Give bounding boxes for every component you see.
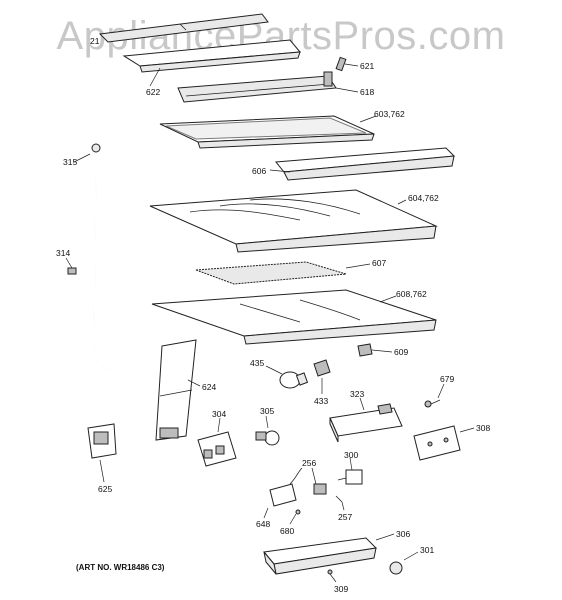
part-301-plug[interactable]: [389, 561, 403, 575]
callout-607: 607: [372, 258, 386, 268]
part-607-gasket[interactable]: [195, 261, 347, 285]
part-608-lower-shelf[interactable]: [151, 289, 437, 345]
part-606-crisper-front[interactable]: [275, 147, 456, 181]
part-609-bracket[interactable]: [357, 343, 373, 357]
callout-323: 323: [350, 389, 364, 399]
callout-300: 300: [344, 450, 358, 460]
part-257-screw[interactable]: [335, 495, 343, 503]
part-603-wire-shelf[interactable]: [159, 115, 375, 149]
part-622-cover[interactable]: [122, 39, 301, 73]
part-256-connector[interactable]: [313, 483, 327, 495]
callout-304: 304: [212, 409, 226, 419]
callout-603-762: 603,762: [374, 109, 405, 119]
callout-680: 680: [280, 526, 294, 536]
part-618-housing[interactable]: [177, 71, 337, 103]
callout-309: 309: [334, 584, 348, 594]
part-625-housing[interactable]: [87, 423, 117, 459]
part-435-bulb[interactable]: [279, 371, 309, 389]
callout-609: 609: [394, 347, 408, 357]
callout-606: 606: [252, 166, 266, 176]
callout-604-762: 604,762: [408, 193, 439, 203]
part-306-bracket[interactable]: [263, 537, 378, 575]
part-680-screw[interactable]: [295, 509, 301, 515]
callout-308: 308: [476, 423, 490, 433]
part-304-thermostat[interactable]: [197, 431, 237, 467]
callout-625: 625: [98, 484, 112, 494]
art-number: (ART NO. WR18486 C3): [76, 563, 165, 572]
part-309-screw[interactable]: [327, 569, 333, 575]
callout-679: 679: [440, 374, 454, 384]
callout-624: 624: [202, 382, 216, 392]
part-305-knob[interactable]: [255, 430, 280, 446]
part-433-socket[interactable]: [313, 359, 331, 377]
part-648-overload[interactable]: [269, 467, 303, 507]
callout-618: 618: [360, 87, 374, 97]
callout-306: 306: [396, 529, 410, 539]
callout-435: 435: [250, 358, 264, 368]
callout-621: 621: [360, 61, 374, 71]
callout-257: 257: [338, 512, 352, 522]
part-314-clip[interactable]: [67, 267, 77, 275]
part-621-clip[interactable]: [335, 56, 347, 72]
callout-21: 21: [90, 36, 100, 46]
callout-608-762: 608,762: [396, 289, 427, 299]
callout-648: 648: [256, 519, 270, 529]
part-315-drain-tube[interactable]: [91, 143, 111, 371]
part-300-relay[interactable]: [337, 469, 363, 485]
part-323-control-housing[interactable]: [329, 403, 403, 443]
callout-305: 305: [260, 406, 274, 416]
callout-301: 301: [420, 545, 434, 555]
part-624-side-panel[interactable]: [155, 339, 197, 441]
part-604-pan-cover[interactable]: [149, 189, 438, 253]
callout-315: 315: [63, 157, 77, 167]
part-308-bracket[interactable]: [413, 425, 461, 461]
part-21-trim-strip[interactable]: [98, 13, 269, 43]
part-679-screw[interactable]: [424, 399, 441, 408]
callout-622: 622: [146, 87, 160, 97]
callout-314: 314: [56, 248, 70, 258]
callout-256: 256: [302, 458, 316, 468]
callout-433: 433: [314, 396, 328, 406]
